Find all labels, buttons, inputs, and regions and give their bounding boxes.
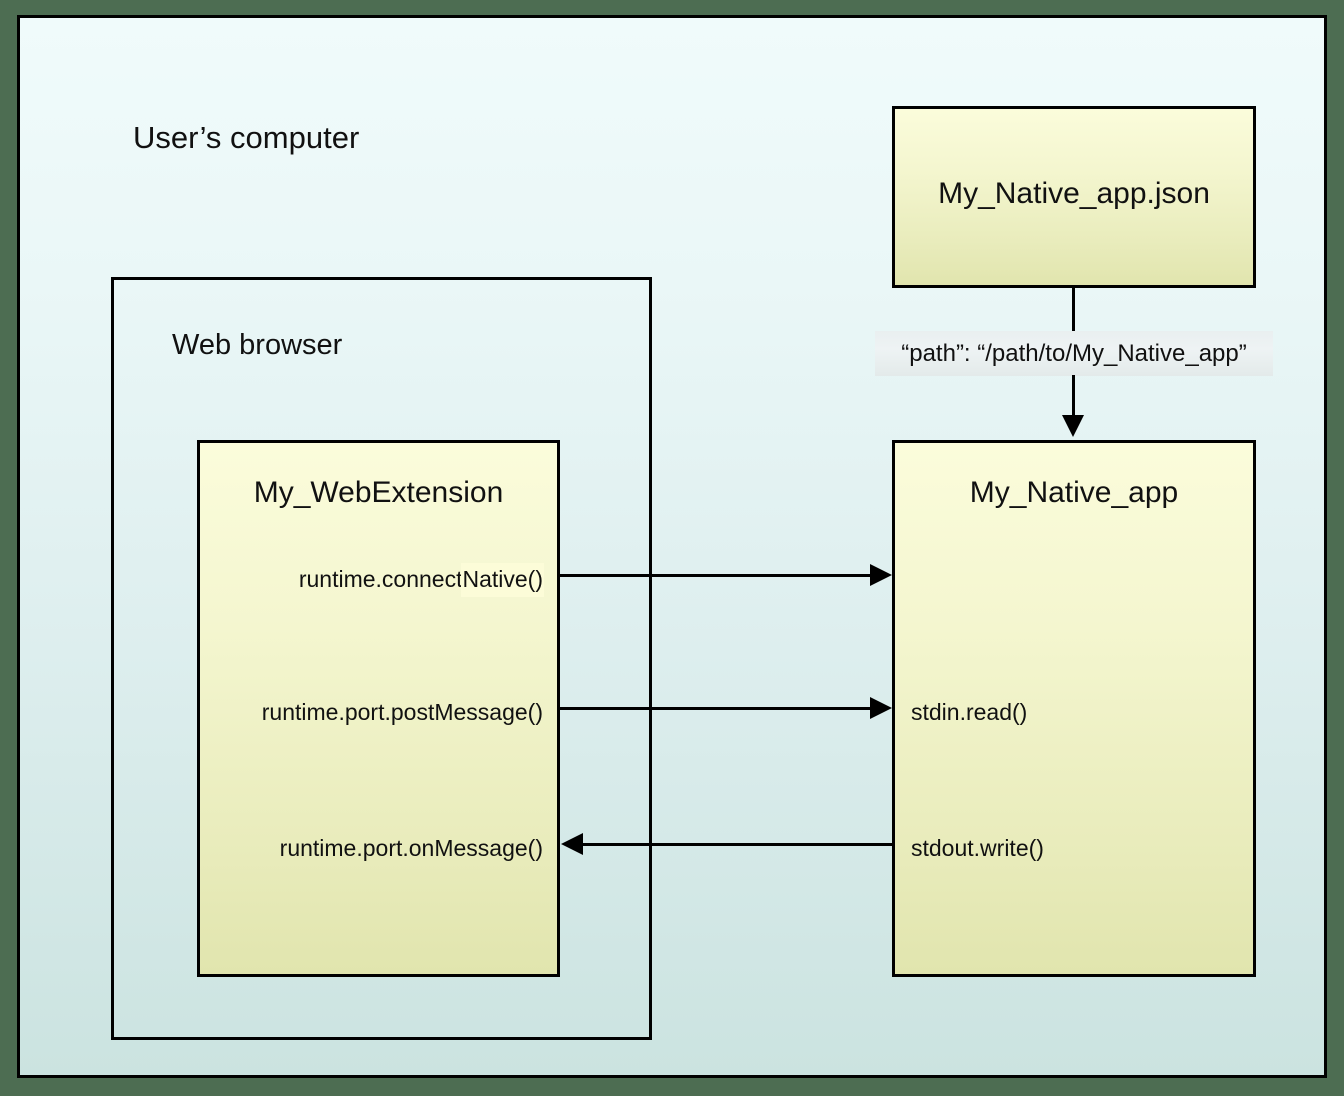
extension-row-connect-native-label: runtime.connectNative() xyxy=(299,563,544,597)
manifest-arrow-segment-top xyxy=(1072,288,1075,332)
web-extension-title: My_WebExtension xyxy=(253,476,504,509)
native-app-box: My_Native_app stdin.read() stdout.write(… xyxy=(892,440,1256,977)
extension-row-on-message: runtime.port.onMessage() xyxy=(280,837,543,860)
native-app-row-stdout: stdout.write() xyxy=(911,837,1044,860)
path-annotation-band: “path”: “/path/to/My_Native_app” xyxy=(875,331,1273,376)
diagram-canvas: User’s computer Web browser My_Native_ap… xyxy=(17,15,1327,1078)
path-annotation-text: “path”: “/path/to/My_Native_app” xyxy=(901,339,1247,367)
manifest-json-title: My_Native_app.json xyxy=(938,177,1210,210)
web-browser-container xyxy=(111,277,652,1040)
post-message-arrow-head-icon xyxy=(870,697,892,719)
extension-row-post-message: runtime.port.postMessage() xyxy=(262,701,543,724)
web-browser-label: Web browser xyxy=(172,329,343,361)
native-app-row-stdin: stdin.read() xyxy=(911,701,1027,724)
extension-row-connect-native: runtime.connectNative() xyxy=(299,563,544,597)
native-app-row-stdin-label: stdin.read() xyxy=(911,699,1028,725)
connect-native-arrow-head-icon xyxy=(870,564,892,586)
manifest-arrow-head-icon xyxy=(1062,415,1084,437)
native-app-title: My_Native_app xyxy=(969,476,1179,509)
native-app-row-stdout-label: stdout.write() xyxy=(911,835,1044,861)
on-message-arrow-line xyxy=(583,843,892,846)
connect-native-highlight: Native() xyxy=(461,563,544,597)
manifest-arrow-segment-bottom xyxy=(1072,375,1075,417)
users-computer-label: User’s computer xyxy=(133,120,360,155)
post-message-arrow-line xyxy=(560,707,872,710)
extension-row-on-message-label: runtime.port.onMessage() xyxy=(279,835,543,861)
connect-native-arrow-line xyxy=(560,574,872,577)
on-message-arrow-head-icon xyxy=(561,833,583,855)
web-extension-box: My_WebExtension runtime.connectNative() … xyxy=(197,440,560,977)
manifest-json-box: My_Native_app.json xyxy=(892,106,1256,288)
extension-row-post-message-label: runtime.port.postMessage() xyxy=(261,699,543,725)
